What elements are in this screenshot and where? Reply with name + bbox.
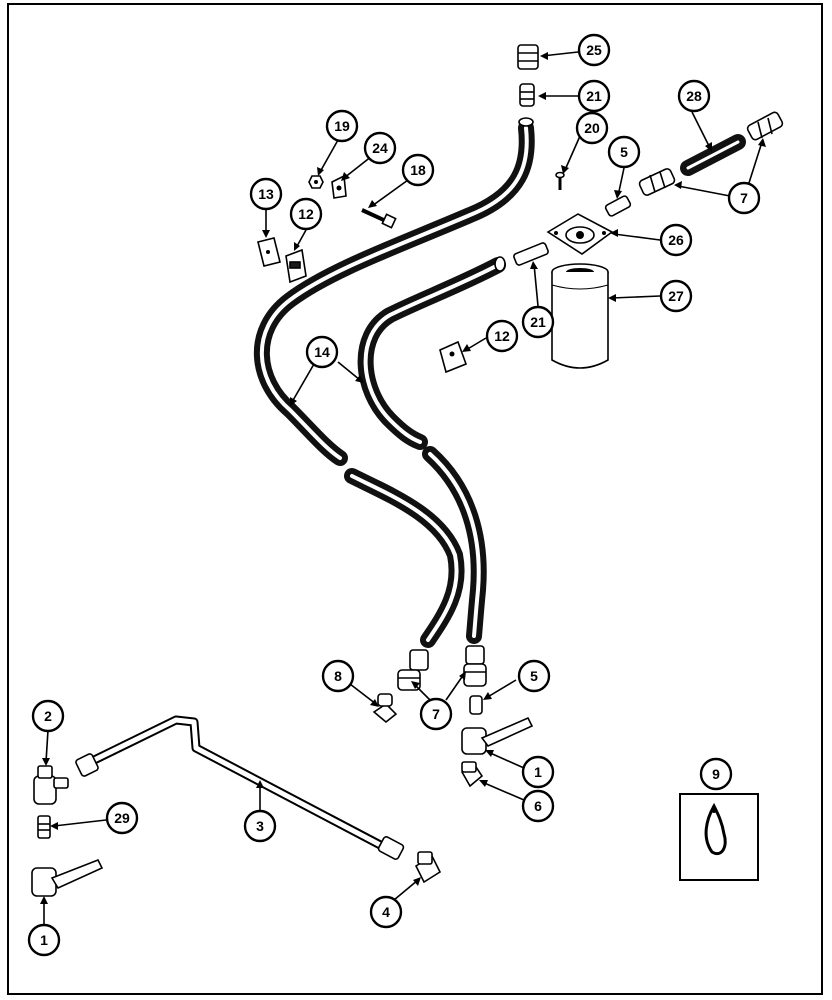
callout-12-top: 12 [289,197,323,231]
fitting-6-elbow [460,761,484,788]
screw-20 [555,171,565,190]
fitting-7-lower-right [463,645,487,687]
hose-end-right [494,256,506,272]
callout-28: 28 [677,79,711,113]
fitting-7-right [746,111,784,141]
filter-head-26 [546,213,614,255]
svg-text:20: 20 [584,120,600,136]
bolt-18 [361,208,397,229]
valve-1-left [31,858,104,897]
callout-2: 2 [31,699,65,733]
nut-19 [308,175,324,189]
callout-20: 20 [575,111,609,145]
callout-7-lower: 7 [419,697,453,731]
svg-text:8: 8 [334,668,342,684]
callout-24: 24 [363,131,397,165]
fitting-4-elbow [414,851,442,884]
svg-text:14: 14 [314,344,330,360]
callout-25: 25 [577,33,611,67]
tube-3 [75,715,405,860]
filter-27 [551,263,609,369]
callout-3: 3 [243,809,277,843]
svg-text:19: 19 [334,118,350,134]
leader-lines [40,51,766,926]
callout-21-top: 21 [577,79,611,113]
hose-left [253,120,535,648]
callout-12-lower: 12 [485,319,519,353]
callout-1-left: 1 [27,923,61,957]
svg-text:7: 7 [432,706,440,722]
fitting-8-elbow [372,693,398,724]
svg-text:27: 27 [668,288,684,304]
svg-text:26: 26 [668,232,684,248]
fitting-2-left [33,765,69,805]
clamp-12-top [285,248,307,284]
diagram-frame [7,3,823,995]
callout-29: 29 [105,801,139,835]
fitting-7-top [638,168,676,196]
svg-text:5: 5 [530,668,538,684]
fitting-25-nut [517,44,539,70]
hose-end-top [518,117,534,127]
fitting-21-mid [513,242,549,266]
callout-19: 19 [325,109,359,143]
callout-9: 9 [699,757,733,791]
callout-13: 13 [249,177,283,211]
callout-4: 4 [369,895,403,929]
svg-text:13: 13 [258,186,274,202]
fitting-5-lower [469,695,483,715]
svg-text:1: 1 [534,764,542,780]
svg-text:25: 25 [586,42,602,58]
svg-text:28: 28 [686,88,702,104]
inset-9-box [679,793,759,881]
svg-text:24: 24 [372,140,388,156]
svg-text:4: 4 [382,904,390,920]
svg-text:6: 6 [534,798,542,814]
callout-5-lower: 5 [517,659,551,693]
callout-6: 6 [521,789,555,823]
clamp-24 [331,174,347,199]
svg-text:2: 2 [44,708,52,724]
callout-26: 26 [659,223,693,257]
plate-13 [257,237,281,267]
svg-text:21: 21 [586,88,602,104]
svg-text:5: 5 [620,144,628,160]
callout-1-right: 1 [521,755,555,789]
svg-text:12: 12 [298,206,314,222]
callout-14: 14 [305,335,339,369]
svg-text:29: 29 [114,810,130,826]
svg-text:21: 21 [530,314,546,330]
svg-text:7: 7 [740,190,748,206]
callout-18: 18 [401,153,435,187]
nipple-29 [37,815,51,839]
svg-text:3: 3 [256,818,264,834]
svg-text:1: 1 [40,932,48,948]
svg-text:18: 18 [410,162,426,178]
callout-8: 8 [321,659,355,693]
svg-text:12: 12 [494,328,510,344]
callout-21-mid: 21 [521,305,555,339]
callout-27: 27 [659,279,693,313]
callout-5-top: 5 [607,135,641,169]
fitting-5-top [604,195,632,217]
clamp-12-lower [439,340,468,374]
hose-28 [680,134,746,176]
svg-text:9: 9 [712,766,720,782]
callout-7-top: 7 [727,181,761,215]
hose-right [357,257,506,644]
fitting-21-top [519,83,535,107]
valve-1-right [461,716,534,755]
